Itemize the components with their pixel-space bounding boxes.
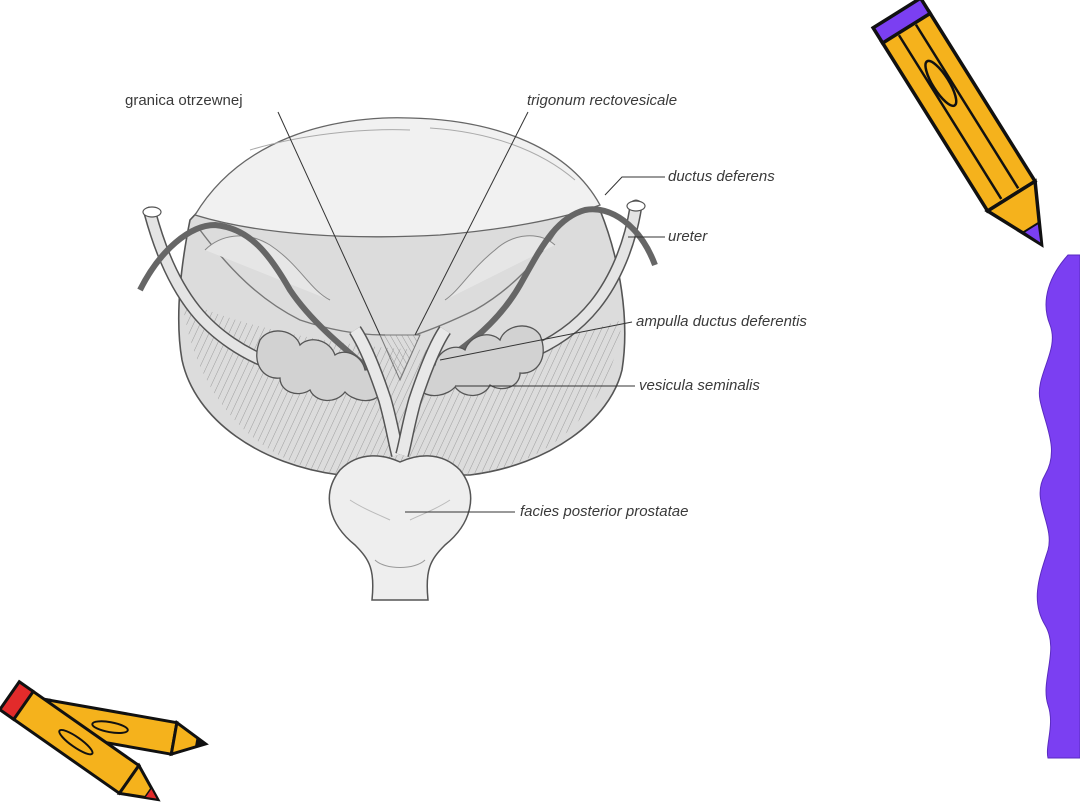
crossed-pencils-bottom-left-icon (0, 679, 209, 802)
label-ampulla-ductus-deferentis: ampulla ductus deferentis (636, 313, 807, 330)
pencil-top-right-icon (870, 0, 1044, 248)
bladder (177, 117, 626, 476)
label-ureter: ureter (668, 228, 708, 245)
leader-lines (277, 111, 665, 513)
ductus-deferens-left (137, 221, 372, 373)
label-trigonum-rectovesicale: trigonum rectovesicale (527, 92, 678, 109)
prostate (328, 455, 472, 601)
label-vesicula-seminalis: vesicula seminalis (639, 377, 760, 394)
ureter-left (142, 206, 282, 372)
label-granica-otrzewnej: granica otrzewnej (125, 92, 243, 109)
wavy-border (1036, 254, 1080, 759)
label-facies-posterior-prostatae: facies posterior prostatae (520, 503, 689, 520)
ureter-right (518, 199, 646, 362)
label-ductus-deferens: ductus deferens (668, 168, 775, 185)
ductus-deferens-right (428, 206, 658, 373)
trigonum-region (379, 334, 421, 382)
